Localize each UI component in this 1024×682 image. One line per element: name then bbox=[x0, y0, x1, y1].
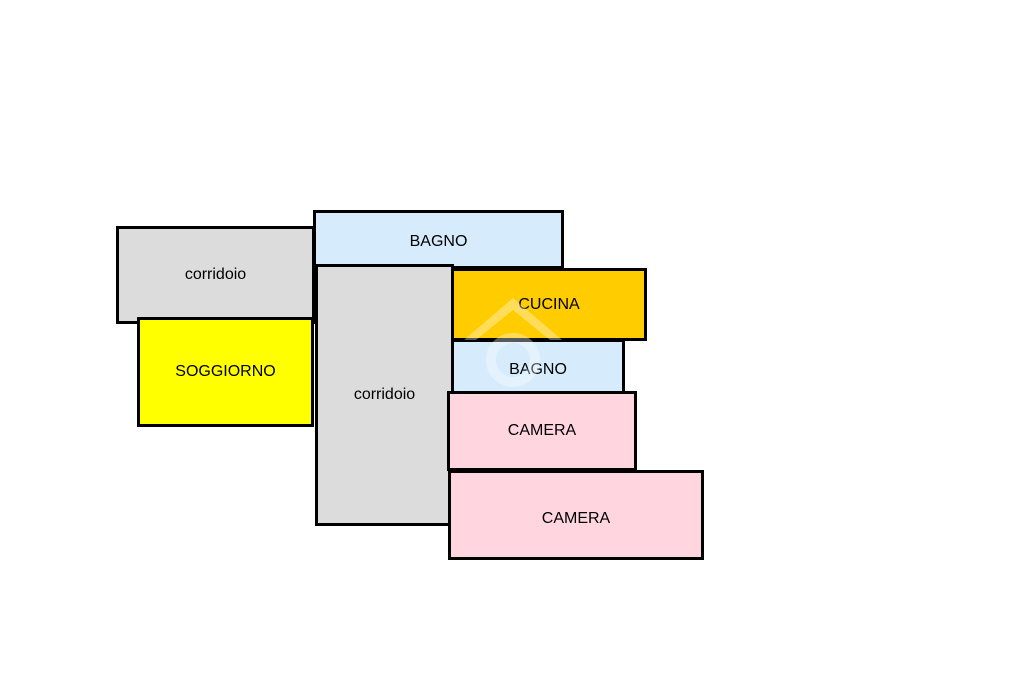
room-corridoio-left: corridoio bbox=[116, 226, 315, 324]
room-bagno-mid: BAGNO bbox=[451, 339, 625, 394]
room-label-corridoio-mid: corridoio bbox=[353, 386, 416, 403]
room-label-camera-2: CAMERA bbox=[541, 510, 611, 527]
room-label-cucina: CUCINA bbox=[518, 295, 580, 313]
room-camera-1: CAMERA bbox=[447, 391, 637, 471]
room-label-bagno-top: BAGNO bbox=[409, 232, 468, 250]
room-corridoio-mid: corridoio bbox=[315, 264, 454, 526]
room-bagno-top: BAGNO bbox=[313, 210, 564, 269]
room-label-bagno-mid: BAGNO bbox=[509, 360, 567, 378]
room-label-camera-1: CAMERA bbox=[507, 422, 577, 439]
room-camera-2: CAMERA bbox=[448, 470, 704, 560]
room-cucina: CUCINA bbox=[451, 268, 647, 341]
room-soggiorno: SOGGIORNO bbox=[137, 317, 314, 427]
room-label-soggiorno: SOGGIORNO bbox=[175, 363, 276, 380]
room-label-corridoio-left: corridoio bbox=[184, 266, 247, 283]
